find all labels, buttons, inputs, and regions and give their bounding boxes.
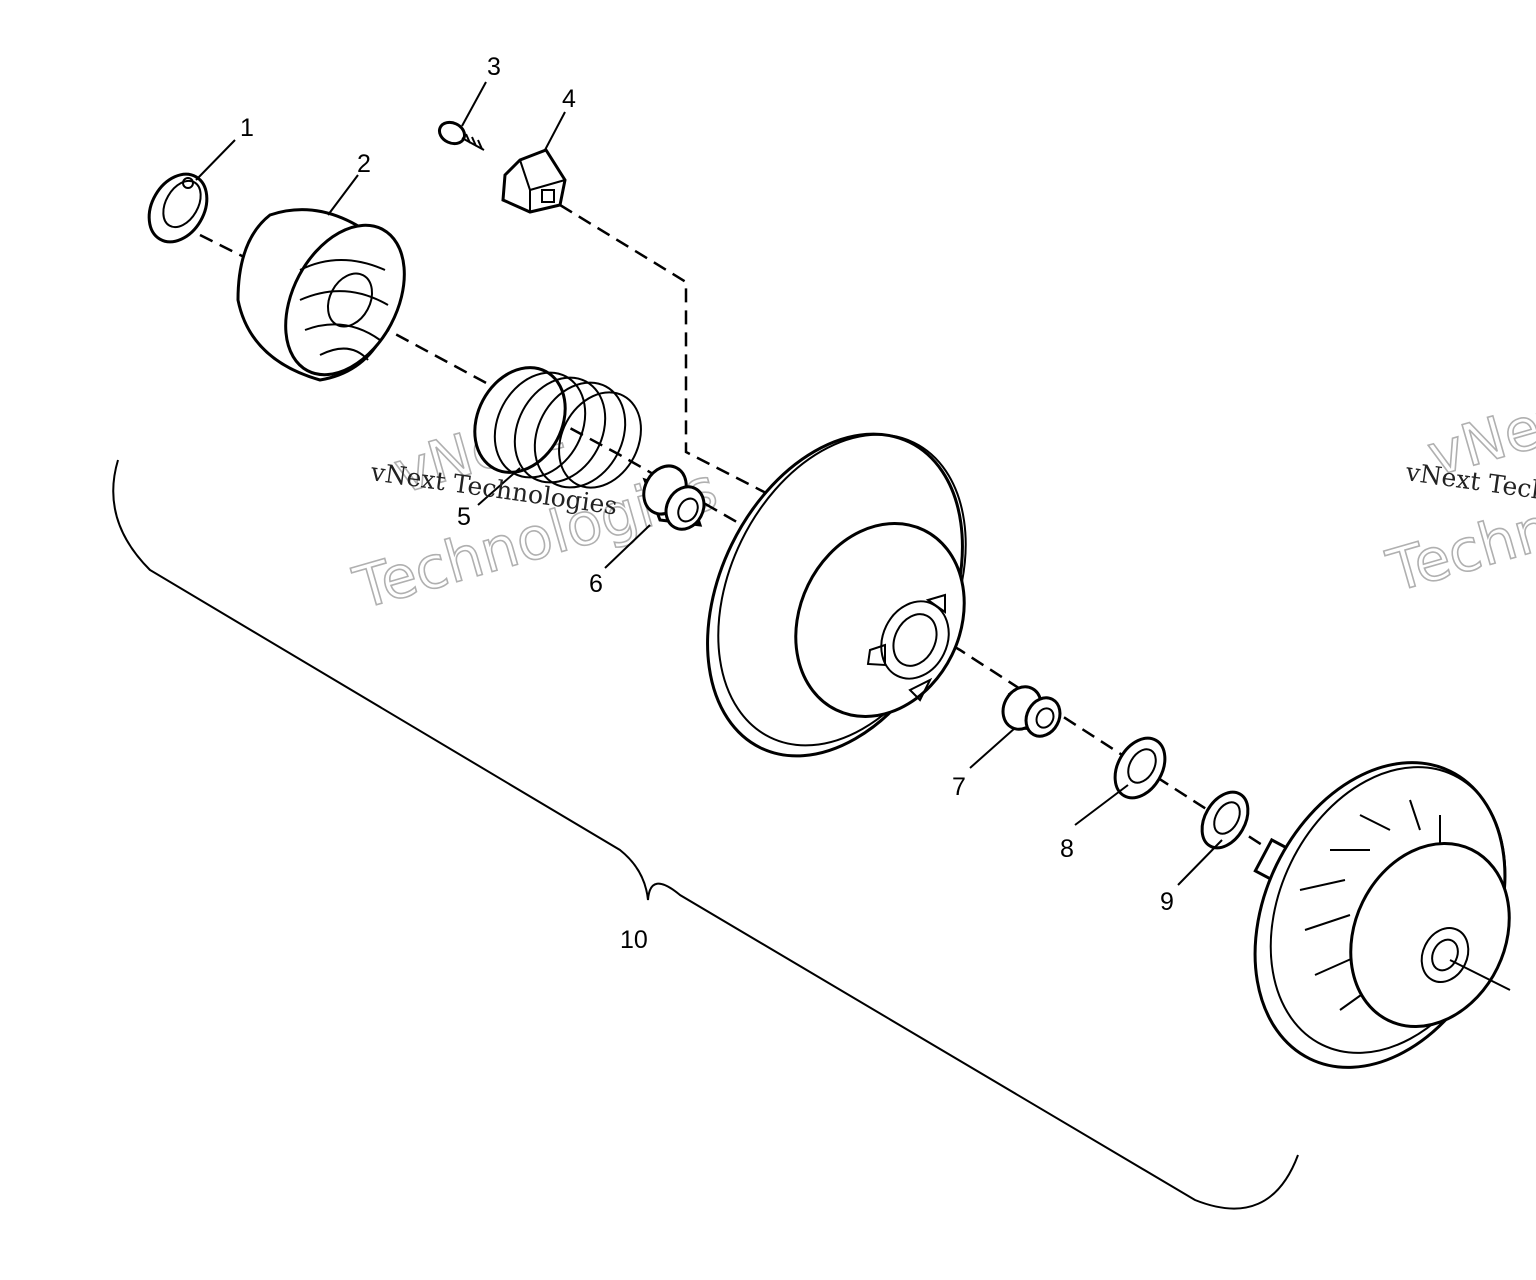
part-1-snap-ring xyxy=(147,172,209,244)
item4-axis-line xyxy=(559,203,771,497)
callout-7: 7 xyxy=(952,773,966,801)
fixed-sheave xyxy=(1253,761,1511,1069)
part-7-bushing xyxy=(1001,685,1062,738)
part-4-button xyxy=(501,148,567,214)
callout-4: 4 xyxy=(562,85,576,113)
part-9-washer xyxy=(1200,790,1250,850)
part-3-screw xyxy=(437,120,485,151)
leader-lines xyxy=(195,81,1223,886)
callout-3: 3 xyxy=(487,53,501,81)
part-10-moveable-sheave xyxy=(706,432,967,758)
callout-9: 9 xyxy=(1160,888,1174,916)
assembly-bracket xyxy=(112,459,1299,1210)
callout-6: 6 xyxy=(589,570,603,598)
callout-8: 8 xyxy=(1060,835,1074,863)
callout-1: 1 xyxy=(240,114,254,142)
part-2-helix-cam xyxy=(236,208,406,382)
callout-2: 2 xyxy=(357,150,371,178)
part-5-spring xyxy=(473,366,642,489)
callout-5: 5 xyxy=(457,503,471,531)
part-6-bushing xyxy=(642,464,706,531)
part-8-washer xyxy=(1113,736,1167,800)
callout-10: 10 xyxy=(620,926,648,954)
